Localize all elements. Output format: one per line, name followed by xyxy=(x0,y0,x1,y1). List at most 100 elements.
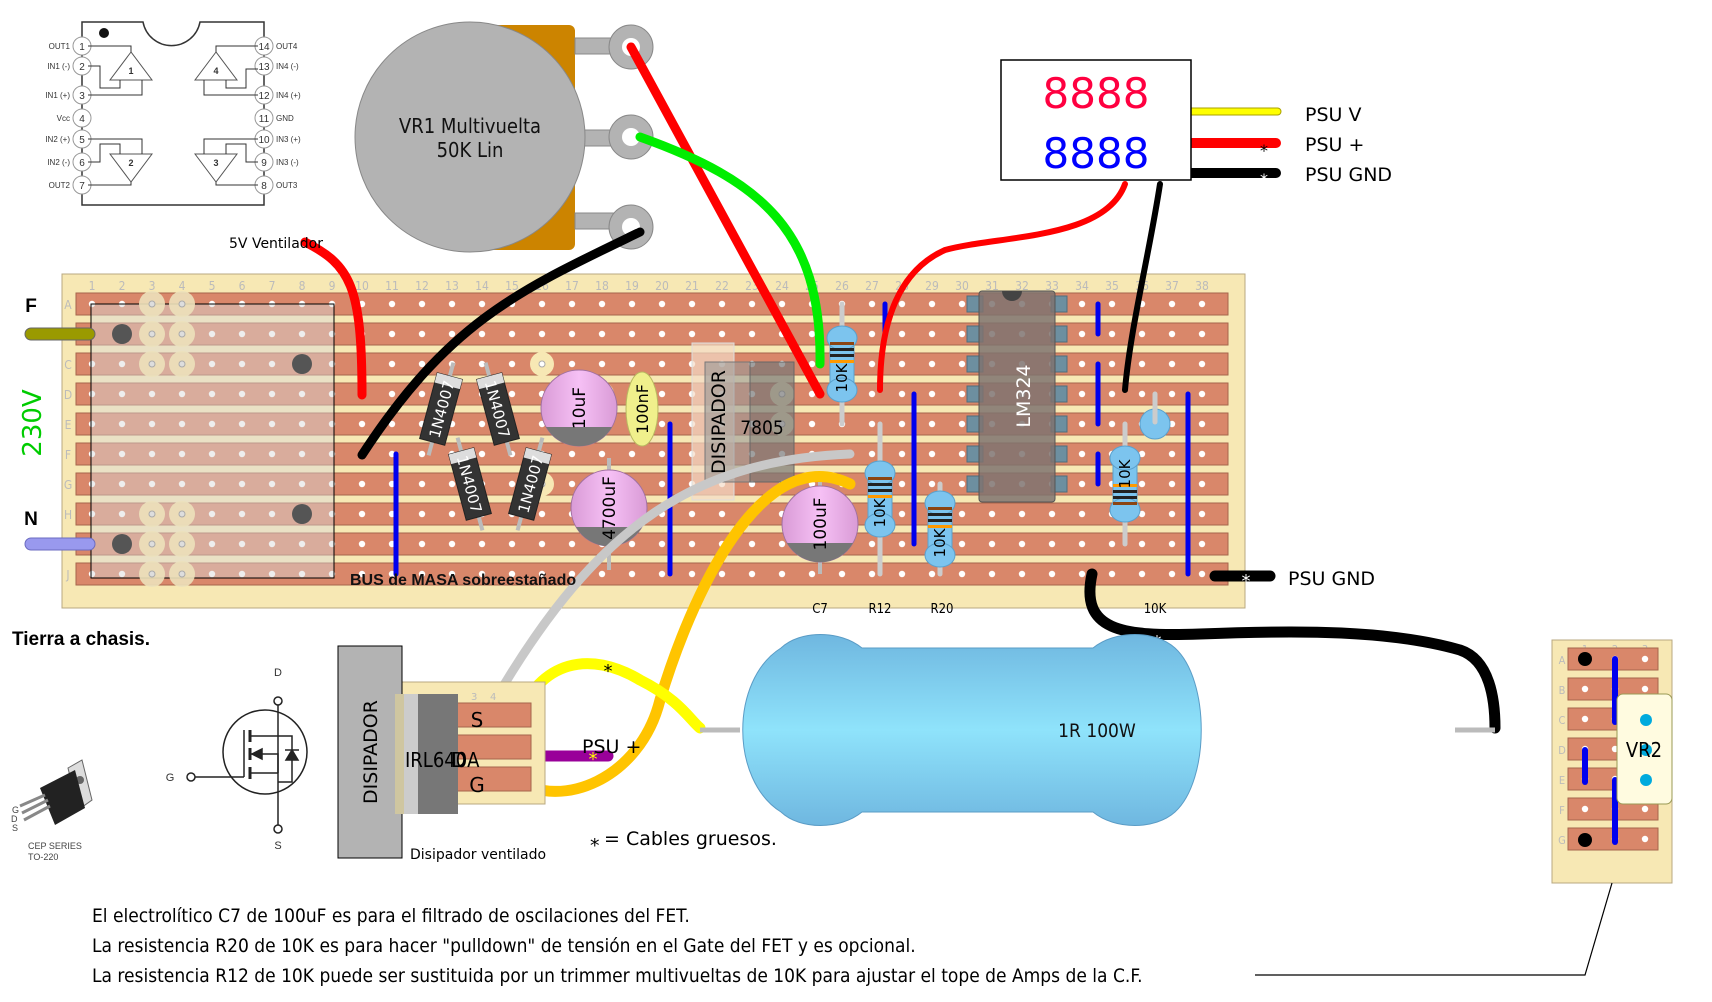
hole xyxy=(748,540,756,548)
column-label: 22 xyxy=(715,279,729,293)
vr2-row-label: E xyxy=(1559,774,1565,787)
amp-2-label: 2 xyxy=(128,158,133,168)
hole xyxy=(1198,300,1206,308)
regulator-label: 7805 xyxy=(740,417,784,439)
row-label: D xyxy=(64,388,72,402)
hole xyxy=(268,510,276,518)
column-label: 38 xyxy=(1195,279,1209,293)
lm324-ic: LM324 xyxy=(966,290,1068,503)
hole xyxy=(868,540,876,548)
vr1-label: VR1 Multivuelta xyxy=(399,114,541,138)
hole xyxy=(1168,540,1176,548)
column-label: 5 xyxy=(209,279,216,293)
column-label: 19 xyxy=(625,279,639,293)
amp-1-label: 1 xyxy=(128,66,133,76)
wires xyxy=(300,42,1501,797)
hole xyxy=(898,330,906,338)
psu-plus-label: PSU + xyxy=(582,736,641,758)
fan-heatsink-label: Disipador ventilado xyxy=(410,847,546,863)
svg-text:10uF: 10uF xyxy=(570,387,590,429)
hole xyxy=(1168,360,1176,368)
column-label: 24 xyxy=(775,279,789,293)
hole xyxy=(538,540,546,548)
pin-label: Vcc xyxy=(57,114,70,123)
hole xyxy=(688,540,696,548)
mosfet-source-label: S xyxy=(274,840,281,852)
thick-cable-marker: * xyxy=(589,749,598,770)
hole xyxy=(628,360,636,368)
hole xyxy=(568,450,576,458)
hole xyxy=(1168,450,1176,458)
mosfet-drain-label: D xyxy=(274,667,282,679)
hole xyxy=(178,480,186,488)
copper-strip xyxy=(75,292,1229,316)
hole xyxy=(118,450,126,458)
resistor: 10K xyxy=(924,481,956,577)
hole xyxy=(298,480,306,488)
svg-text:13: 13 xyxy=(258,62,270,73)
note-r12: La resistencia R12 de 10K puede ser sust… xyxy=(92,965,1143,987)
column-label: 2 xyxy=(119,279,126,293)
thick-cable-marker: * xyxy=(1242,571,1251,592)
hole xyxy=(928,450,936,458)
fet-assembly: 3 4 DISIPADOR IRL640A S D G xyxy=(337,645,546,859)
hole xyxy=(298,420,306,428)
hole xyxy=(508,390,516,398)
hole xyxy=(1108,360,1116,368)
hole xyxy=(718,300,726,308)
hole xyxy=(88,420,96,428)
hole xyxy=(208,330,216,338)
hole xyxy=(148,420,156,428)
hole xyxy=(1078,570,1086,578)
resistor: 10K xyxy=(864,421,896,577)
resistor-label: 10K xyxy=(931,527,949,557)
hole xyxy=(508,570,516,578)
hole xyxy=(1078,330,1086,338)
svg-text:S: S xyxy=(12,823,18,833)
column-label: 8 xyxy=(299,279,306,293)
hole xyxy=(568,300,576,308)
hole xyxy=(1048,540,1056,548)
hole xyxy=(268,540,276,548)
hole xyxy=(688,570,696,578)
hole xyxy=(568,570,576,578)
hole xyxy=(478,540,486,548)
svg-text:4700uF: 4700uF xyxy=(600,476,620,540)
hole xyxy=(88,360,96,368)
regulator-7805: DISIPADOR 7805 xyxy=(691,342,795,501)
hole xyxy=(1138,360,1146,368)
column-label: 30 xyxy=(955,279,969,293)
column-label: 35 xyxy=(1105,279,1119,293)
transformer-block xyxy=(90,291,794,587)
mains-voltage-label: 230V xyxy=(18,389,48,457)
load-resistor: 1R 100W xyxy=(700,634,1495,826)
resistor: 10K xyxy=(1109,421,1141,547)
heatsink-label: DISIPADOR xyxy=(708,370,730,474)
column-label: 32 xyxy=(1015,279,1029,293)
hole xyxy=(958,510,966,518)
hole xyxy=(88,480,96,488)
column-label: 20 xyxy=(655,279,669,293)
hole xyxy=(478,420,486,428)
hole xyxy=(1198,510,1206,518)
hole xyxy=(868,450,876,458)
hole xyxy=(1108,570,1116,578)
hole xyxy=(988,570,996,578)
hole xyxy=(868,360,876,368)
hole xyxy=(268,420,276,428)
svg-text:2: 2 xyxy=(79,62,85,73)
pin-label: IN2 (+) xyxy=(45,135,70,144)
resistor: 10K xyxy=(826,301,858,427)
hole xyxy=(688,510,696,518)
hole xyxy=(478,360,486,368)
hole xyxy=(988,510,996,518)
hole xyxy=(1078,510,1086,518)
svg-text:9: 9 xyxy=(261,158,267,169)
hole xyxy=(268,570,276,578)
hole xyxy=(958,450,966,458)
hole xyxy=(928,360,936,368)
vr2-row-label: F xyxy=(1559,804,1565,817)
